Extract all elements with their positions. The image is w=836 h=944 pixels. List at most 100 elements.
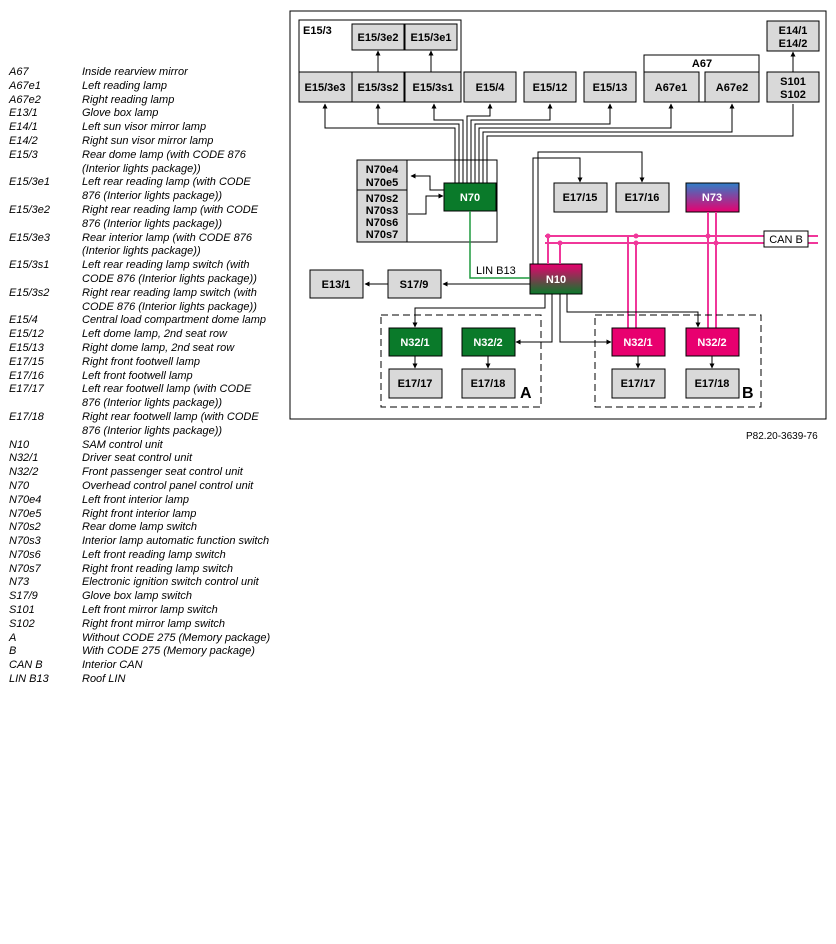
a67e2-box [704, 71, 760, 103]
figure-reference: P82.20-3639-76 [746, 431, 818, 442]
legend-description: Left front footwell lamp [82, 369, 193, 382]
legend-code: B [9, 645, 17, 658]
legend-description: Right rear reading lamp (with CODE 876 (… [82, 203, 259, 230]
legend-code: A67e1 [9, 79, 41, 92]
e15-3e3-label: E15/3e3 [305, 82, 346, 94]
e15-3e3-box [298, 71, 353, 103]
legend-code: E14/2 [9, 134, 38, 147]
can-b-junctions [545, 233, 719, 246]
e17-16-label: E17/16 [625, 192, 660, 204]
e15-3s1-box [404, 71, 462, 103]
legend-description: Left rear reading lamp switch (with CODE… [82, 259, 257, 285]
n32-2-a-label: N32/2 [473, 337, 502, 349]
e15-4-box [463, 71, 517, 103]
e17-17-a-box [388, 368, 443, 399]
legend-row: E15/3s1 Left rear reading lamp switch (wi… [9, 259, 271, 287]
legend-code: N73 [9, 576, 30, 589]
e15-3-label: E15/3 [303, 25, 332, 37]
e17-17-b-label: E17/17 [621, 378, 656, 390]
n70e5-label: N70e5 [366, 177, 398, 189]
legend-description: Left front interior lamp [82, 493, 189, 506]
legend-description: Right reading lamp [82, 93, 175, 106]
n70-switches-box [356, 189, 408, 243]
legend-code: E17/18 [9, 410, 44, 423]
n70s7-label: N70s7 [366, 229, 398, 241]
legend-description: Right front interior lamp [82, 507, 197, 520]
group-b-label: B [742, 385, 754, 402]
e15-12-label: E15/12 [533, 82, 568, 94]
group-a-dashed-box [380, 314, 542, 408]
legend-description: SAM control unit [82, 438, 163, 451]
legend-code: N70s6 [9, 548, 41, 561]
s17-9-label: S17/9 [400, 279, 429, 291]
legend-code: N70s3 [9, 535, 41, 548]
legend-code: N10 [9, 438, 30, 451]
legend-code: E15/3e1 [9, 176, 50, 189]
legend-code: E15/3e3 [9, 231, 50, 244]
legend-description: Right sun visor mirror lamp [82, 134, 214, 147]
n32-1-b-label: N32/1 [623, 337, 652, 349]
legend-code: S17/9 [9, 590, 38, 603]
e13-1-label: E13/1 [322, 279, 351, 291]
legend-description: Driver seat control unit [82, 452, 193, 465]
connector-n70switches-n70 [408, 193, 444, 215]
e17-18-b-label: E17/18 [695, 378, 730, 390]
n70s2-label: N70s2 [366, 193, 398, 205]
n70-output-wires [322, 103, 794, 183]
e15-3s1-label: E15/3s1 [413, 82, 454, 94]
legend-code: E14/1 [9, 121, 38, 134]
n70s3-label: N70s3 [366, 205, 398, 217]
legend-row: N10 SAM control unit [9, 439, 271, 453]
legend-row: E15/3e1 Left rear reading lamp (with CODE… [9, 176, 271, 204]
legend-code: N70 [9, 479, 30, 492]
n10-box [529, 263, 583, 295]
legend-code: E15/3 [9, 148, 38, 161]
legend-description: Glove box lamp [82, 107, 159, 120]
legend-code: N70e5 [9, 507, 42, 520]
n73-label: N73 [702, 192, 722, 204]
a67e1-label: A67e1 [655, 82, 687, 94]
legend-description: Left rear reading lamp (with CODE 876 (I… [82, 176, 251, 203]
group-a-label: A [520, 385, 532, 402]
e17-18-a-label: E17/18 [471, 378, 506, 390]
e15-3s2-box [351, 71, 405, 103]
legend-description: Rear dome lamp switch [82, 521, 197, 534]
legend-code: E15/3s1 [9, 259, 50, 272]
n70-label: N70 [460, 192, 480, 204]
n70e4-e5-box [356, 159, 408, 191]
legend-description: Right front mirror lamp switch [82, 617, 226, 630]
s101-label: S101 [780, 76, 806, 88]
legend-description: Without CODE 275 (Memory package) [82, 631, 271, 644]
n70e4-label: N70e4 [366, 164, 399, 176]
legend-description: Front passenger seat control unit [82, 466, 243, 479]
legend-code: N70s7 [9, 562, 41, 575]
legend-code: E15/3s2 [9, 286, 50, 299]
e17-18-a-box [461, 368, 516, 399]
connector-n10-n321b [559, 294, 612, 345]
legend-code: E15/13 [9, 341, 44, 354]
n32-2-a-box [461, 327, 516, 357]
e15-13-label: E15/13 [593, 82, 628, 94]
legend-description: Roof LIN [82, 673, 126, 686]
